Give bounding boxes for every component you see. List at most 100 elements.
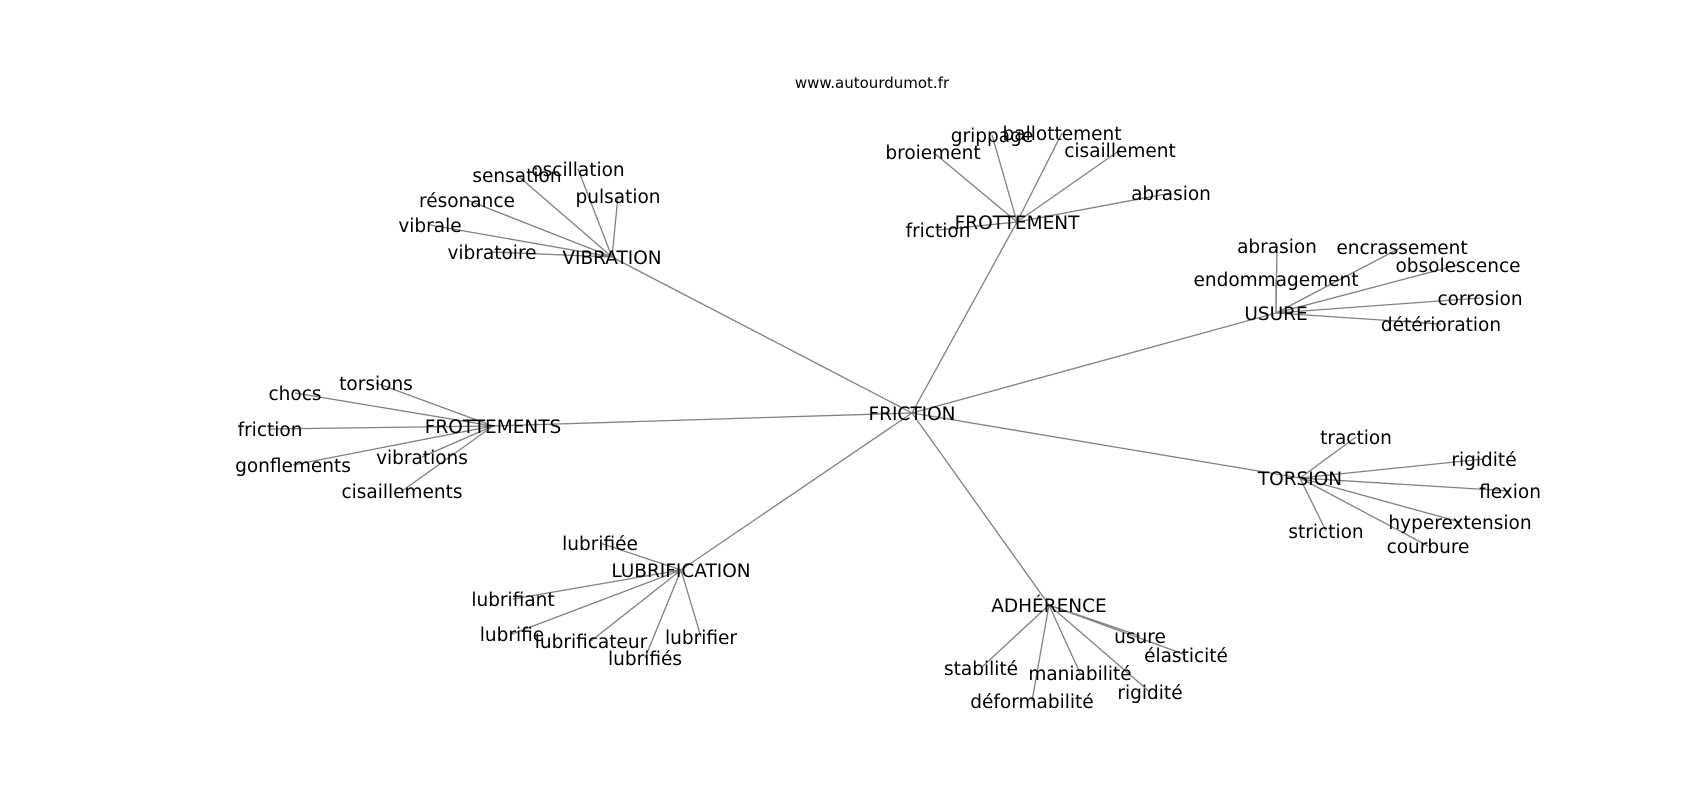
leaf-node-label: endommagement xyxy=(1193,270,1358,291)
edge-center-1 xyxy=(911,221,1018,414)
edge-center-5 xyxy=(680,412,913,571)
leaf-node-label: lubrifiés xyxy=(608,649,682,670)
edge-6-1 xyxy=(1048,604,1187,656)
leaf-node-label: oscillation xyxy=(531,160,624,181)
edge-4-5 xyxy=(1299,477,1429,547)
edge-2-3 xyxy=(1275,264,1459,314)
edge-6-3 xyxy=(1048,604,1081,674)
edge-1-4 xyxy=(1016,192,1172,223)
edge-2-1 xyxy=(1275,246,1403,314)
hub-node-label: ADHÉRENCE xyxy=(991,595,1107,617)
edge-2-4 xyxy=(1275,297,1481,314)
edge-5-3 xyxy=(590,569,682,642)
leaf-node-label: striction xyxy=(1288,522,1363,543)
leaf-node-label: flexion xyxy=(1479,482,1541,503)
leaf-node-label: détérioration xyxy=(1381,315,1501,336)
edge-0-3 xyxy=(466,199,613,258)
graph-edges xyxy=(269,132,1511,702)
edge-1-1 xyxy=(1016,132,1063,223)
leaf-node-label: chocs xyxy=(268,384,321,405)
leaf-node-label: abrasion xyxy=(1131,184,1211,205)
edge-3-5 xyxy=(401,425,494,492)
leaf-node-label: lubrifie xyxy=(480,625,544,646)
edge-center-6 xyxy=(911,412,1050,606)
edge-center-3 xyxy=(492,412,913,427)
edge-0-4 xyxy=(429,224,613,258)
edge-2-5 xyxy=(1275,312,1442,325)
leaf-node-label: broiement xyxy=(885,143,980,164)
leaf-node-label: friction xyxy=(238,420,303,441)
edge-4-2 xyxy=(1299,477,1511,492)
leaf-node-label: pulsation xyxy=(575,187,660,208)
center-node-label: FRICTION xyxy=(868,404,955,425)
source-credit: www.autourdumot.fr xyxy=(795,74,950,92)
leaf-node-label: vibrale xyxy=(398,216,461,237)
edge-0-2 xyxy=(611,195,619,258)
leaf-node-label: lubrificateur xyxy=(535,632,648,653)
edge-3-2 xyxy=(269,425,494,430)
edge-4-4 xyxy=(1299,477,1327,532)
leaf-node-label: abrasion xyxy=(1237,237,1317,258)
edge-5-4 xyxy=(680,569,702,638)
leaf-node-label: friction xyxy=(906,221,971,242)
edge-1-5 xyxy=(937,221,1018,231)
edge-center-0 xyxy=(611,256,913,414)
edge-0-1 xyxy=(516,174,613,258)
leaf-node-label: maniabilité xyxy=(1028,664,1131,685)
edge-4-3 xyxy=(1299,477,1461,523)
edge-center-4 xyxy=(911,412,1301,479)
edge-3-0 xyxy=(375,382,494,427)
edge-center-2 xyxy=(911,312,1277,414)
leaf-node-label: stabilité xyxy=(944,659,1018,680)
leaf-node-label: courbure xyxy=(1387,537,1470,558)
edge-3-3 xyxy=(292,425,494,466)
edge-3-4 xyxy=(421,425,494,458)
leaf-node-label: résonance xyxy=(419,191,515,212)
leaf-node-label: rigidité xyxy=(1117,683,1182,704)
graph-labels: www.autourdumot.fr FRICTION VIBRATION osci… xyxy=(235,74,1541,713)
leaf-node-label: usure xyxy=(1114,627,1166,648)
leaf-node-label: sensation xyxy=(472,166,561,187)
edge-6-4 xyxy=(1048,604,1151,693)
edge-5-1 xyxy=(512,569,682,600)
leaf-node-label: lubrifiant xyxy=(471,590,554,611)
edge-4-1 xyxy=(1299,458,1485,479)
leaf-node-label: obsolescence xyxy=(1395,256,1520,277)
leaf-node-label: déformabilité xyxy=(970,692,1093,713)
leaf-node-label: corrosion xyxy=(1437,289,1522,310)
leaf-node-label: hyperextension xyxy=(1388,513,1531,534)
leaf-node-label: traction xyxy=(1320,428,1392,449)
leaf-node-label: grippage xyxy=(951,126,1033,147)
leaf-node-label: vibrations xyxy=(376,448,468,469)
leaf-node-label: rigidité xyxy=(1451,450,1516,471)
leaf-node-label: lubrifiée xyxy=(562,534,638,555)
hub-node-label: FROTTEMENTS xyxy=(425,417,562,438)
hub-node-label: TORSION xyxy=(1257,469,1342,490)
hub-node-label: FROTTEMENT xyxy=(955,213,1081,234)
edge-1-0 xyxy=(991,134,1018,223)
hub-node-label: USURE xyxy=(1244,304,1307,325)
leaf-node-label: élasticité xyxy=(1144,646,1228,667)
leaf-node-label: cisaillement xyxy=(1064,141,1175,162)
hub-node-label: VIBRATION xyxy=(562,248,661,269)
edge-0-5 xyxy=(491,251,613,258)
edge-6-2 xyxy=(980,604,1050,669)
leaf-node-label: encrassement xyxy=(1336,238,1467,259)
edge-6-5 xyxy=(1031,604,1050,702)
edge-4-0 xyxy=(1299,436,1357,479)
edge-1-2 xyxy=(1016,149,1121,223)
edge-5-0 xyxy=(599,542,682,571)
edge-1-3 xyxy=(932,151,1018,223)
leaf-node-label: vibratoire xyxy=(447,243,536,264)
leaf-node-label: cisaillements xyxy=(341,482,462,503)
hub-node-label: LUBRIFICATION xyxy=(611,561,750,582)
edge-5-2 xyxy=(511,569,682,635)
edge-5-5 xyxy=(644,569,682,659)
leaf-node-label: gonflements xyxy=(235,456,351,477)
leaf-node-label: torsions xyxy=(339,374,413,395)
leaf-node-label: ballottement xyxy=(1003,124,1122,145)
edge-0-0 xyxy=(577,168,613,258)
leaf-node-label: lubrifier xyxy=(665,628,737,649)
edge-3-1 xyxy=(294,392,494,427)
